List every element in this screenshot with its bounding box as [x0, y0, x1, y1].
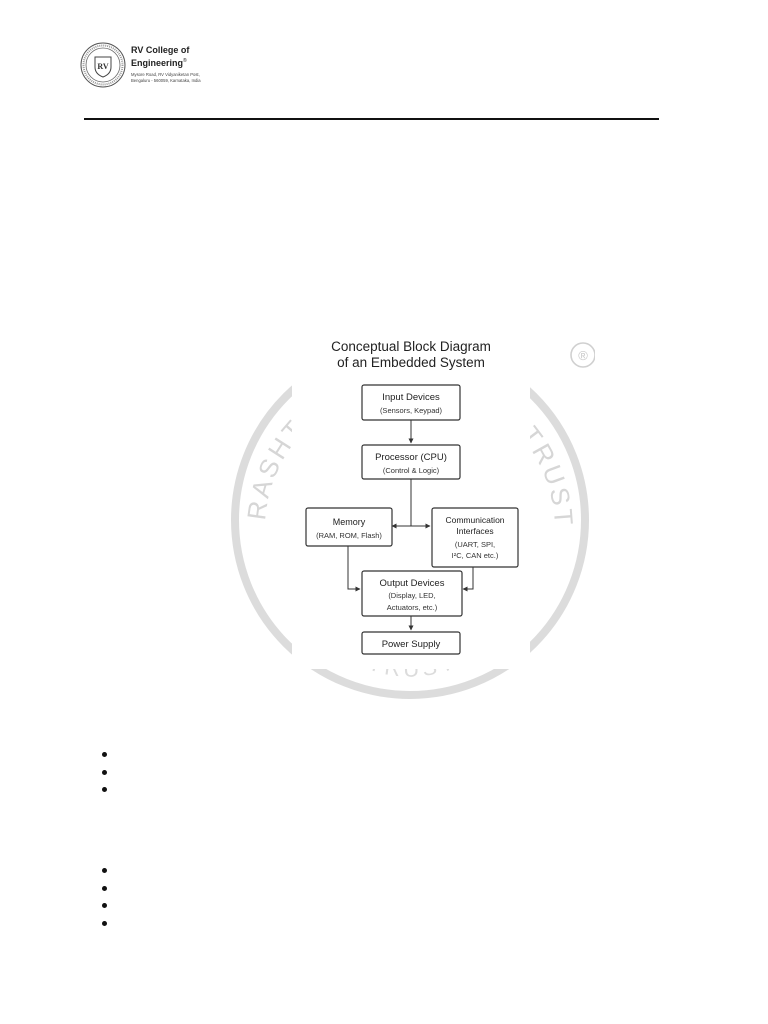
input-devices-title: Input Devices: [382, 392, 440, 403]
power-supply-title: Power Supply: [382, 639, 441, 650]
output-devices-block: Output Devices (Display, LED, Actuators,…: [361, 570, 463, 617]
diagram-canvas: Input Devices (Sensors, Keypad) Processo…: [305, 384, 519, 655]
power-supply-block: Power Supply: [361, 631, 461, 655]
rvce-logo: RV: [80, 42, 126, 88]
input-devices-detail: (Sensors, Keypad): [380, 406, 443, 415]
memory-block: Memory (RAM, ROM, Flash): [305, 507, 393, 547]
processor-title: Processor (CPU): [375, 452, 447, 463]
communication-interfaces-block: Communication Interfaces (UART, SPI, I²C…: [431, 507, 519, 568]
comm-detail-line1: (UART, SPI,: [455, 540, 495, 549]
memory-title: Memory: [333, 517, 366, 527]
college-address: Mysore Road, RV Vidyaniketan Post, Benga…: [131, 72, 201, 83]
college-brand: RV College of Engineering® Mysore Road, …: [131, 45, 201, 84]
diagram-title: Conceptual Block Diagram of an Embedded …: [331, 339, 491, 370]
processor-detail: (Control & Logic): [383, 466, 440, 475]
comm-title-line2: Interfaces: [456, 526, 493, 536]
svg-text:®: ®: [578, 348, 588, 363]
college-name: RV College of Engineering®: [131, 45, 190, 68]
input-devices-block: Input Devices (Sensors, Keypad): [361, 384, 461, 421]
block-diagram: Conceptual Block Diagram of an Embedded …: [292, 333, 530, 669]
output-devices-title: Output Devices: [380, 578, 445, 589]
svg-text:RV: RV: [97, 62, 108, 71]
memory-detail: (RAM, ROM, Flash): [316, 531, 382, 540]
comm-detail-line2: I²C, CAN etc.): [452, 551, 499, 560]
processor-block: Processor (CPU) (Control & Logic): [361, 444, 461, 480]
comm-title-line1: Communication: [445, 515, 504, 525]
header-rule: [84, 118, 659, 120]
output-devices-detail-line2: Actuators, etc.): [387, 603, 438, 612]
diagram-connectors: [347, 420, 474, 631]
output-devices-detail-line1: (Display, LED,: [388, 591, 435, 600]
